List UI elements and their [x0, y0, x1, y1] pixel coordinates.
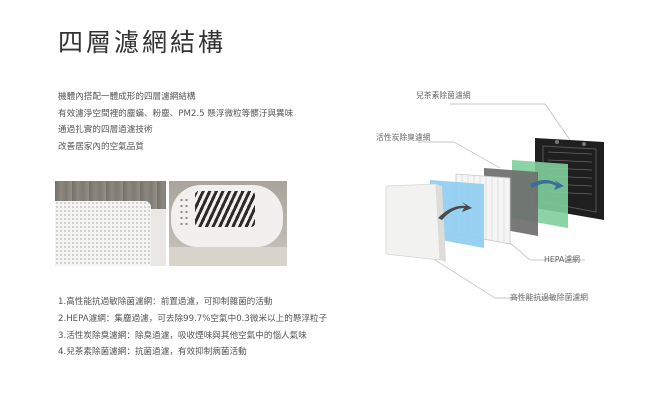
intro-line: 有效濾淨空間裡的塵蟎、粉塵、PM2.5 懸浮微粒等髒汙與異味	[58, 108, 294, 119]
intro-line: 改善居家內的空氣品質	[58, 141, 144, 152]
airflow-arrow-icon	[438, 202, 472, 220]
control-indicator-dots	[179, 197, 189, 229]
intro-line: 通過扎實的四層過濾技術	[58, 125, 153, 136]
table-surface	[169, 247, 287, 266]
purifier-side-photo	[55, 181, 166, 266]
filter-layers-illustration	[385, 103, 604, 299]
feature-list: 1.高性能抗過敏除菌濾網：前置過濾，可抑制雜菌的活動 2.HEPA濾網：集塵過濾…	[58, 294, 327, 361]
intro-line: 機體內搭配一體成形的四層濾網結構	[58, 92, 196, 102]
purifier-top-photo	[169, 181, 287, 266]
filter-layers-diagram: 兒茶素除菌濾網 活性炭除臭濾網 HEPA濾網 高性能抗過敏除菌濾網	[376, 80, 630, 310]
rear-frame-screw	[555, 140, 559, 144]
label-carbon-filter: 活性炭除臭濾網	[376, 133, 431, 142]
feature-item: 2.HEPA濾網：集塵過濾，可去除99.7%空氣中0.3微米以上的懸浮粒子	[58, 313, 328, 324]
feature-item: 3.活性炭除臭濾網：除臭過濾，吸收煙味與其他空氣中的惱人氣味	[58, 330, 307, 341]
label-catechin-filter: 兒茶素除菌濾網	[416, 91, 471, 100]
front-panel-layer	[385, 183, 441, 261]
intro-text: 機體內搭配一體成形的四層濾網結構 有效濾淨空間裡的塵蟎、粉塵、PM2.5 懸浮微…	[58, 89, 293, 155]
front-panel-side	[436, 184, 446, 262]
feature-item: 1.高性能抗過敏除菌濾網：前置過濾，可抑制雜菌的活動	[58, 297, 273, 307]
airflow-arrow-icon	[530, 180, 564, 190]
purifier-perforated-panel	[55, 201, 151, 266]
leader-line-carbon-diag	[453, 141, 501, 169]
label-hepa-filter: HEPA濾網	[544, 255, 580, 264]
purifier-edge	[151, 209, 166, 266]
feature-item: 4.兒茶素除菌濾網：抗菌過濾，有效抑制病菌活動	[58, 347, 247, 358]
leader-line-catechin-diag	[544, 103, 571, 141]
label-antiallergy-filter: 高性能抗過敏除菌濾網	[510, 293, 588, 302]
purifier-top-shell	[171, 185, 283, 247]
page-title: 四層濾網結構	[58, 28, 227, 57]
rear-frame-screw	[582, 142, 586, 146]
leader-line-antiallergy	[434, 259, 496, 299]
air-outlet-grille	[195, 191, 255, 227]
